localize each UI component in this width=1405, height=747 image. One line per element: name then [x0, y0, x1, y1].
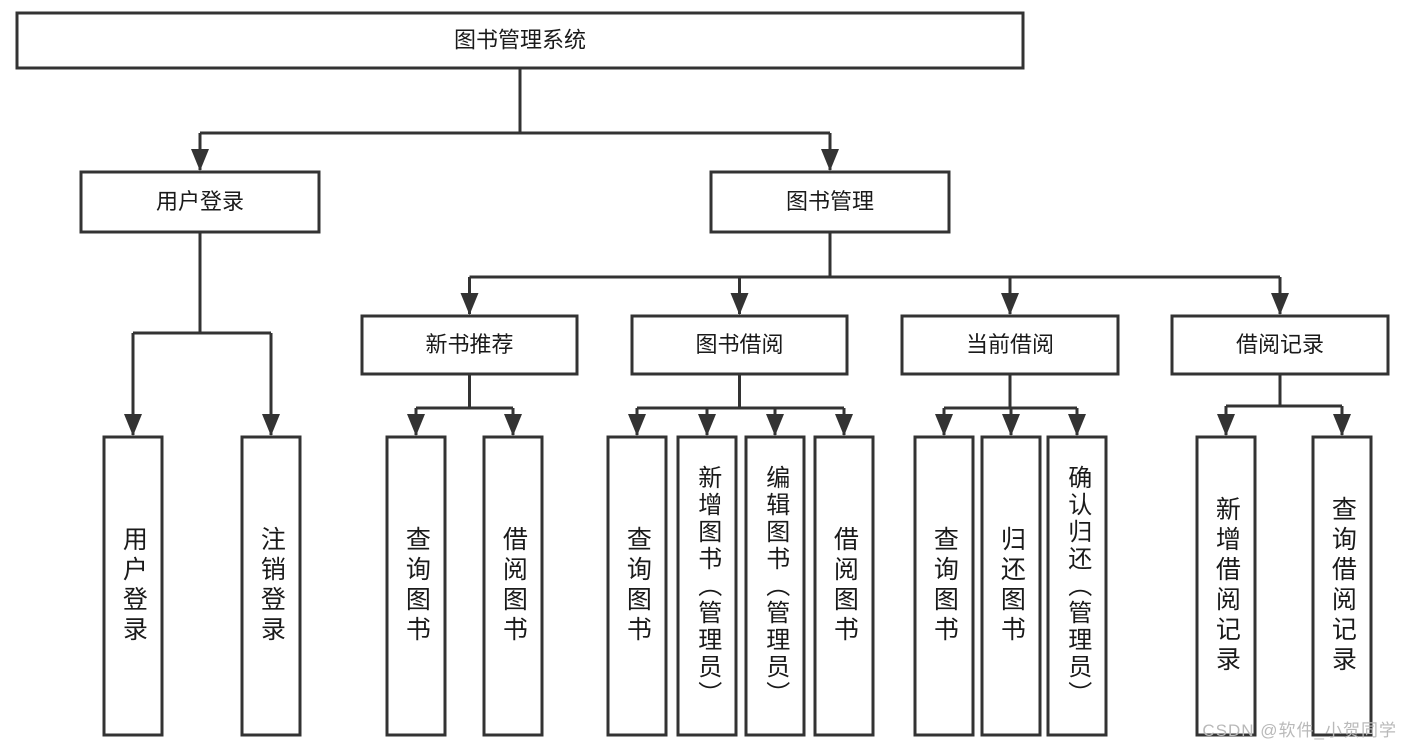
node-leaf-borrow-book-1[interactable]	[482, 435, 544, 737]
arrowhead-icon	[1333, 414, 1351, 436]
node-leaf-add-book[interactable]	[676, 435, 738, 737]
arrowhead-icon	[1271, 293, 1289, 315]
node-leaf-borrow-book-2[interactable]	[813, 435, 875, 737]
arrowhead-icon	[191, 149, 209, 171]
node-leaf-edit-book[interactable]	[744, 435, 806, 737]
node-leaf-return-book[interactable]	[980, 435, 1042, 737]
node-leaf-user-logout[interactable]	[240, 435, 302, 737]
node-leaf-query-record[interactable]	[1311, 435, 1373, 737]
node-leaf-confirm-return[interactable]	[1046, 435, 1108, 737]
arrowhead-icon	[698, 414, 716, 436]
node-user-login-label: 用户登录	[156, 189, 244, 214]
node-current-borrow-label: 当前借阅	[966, 332, 1054, 357]
arrowhead-icon	[730, 293, 749, 315]
node-book-borrow[interactable]	[630, 314, 849, 376]
arrowhead-icon	[1217, 414, 1235, 436]
arrowhead-icon	[935, 414, 953, 436]
node-book-borrow-label: 图书借阅	[695, 332, 783, 357]
arrowhead-icon	[766, 414, 784, 436]
node-leaf-add-record[interactable]	[1195, 435, 1257, 737]
arrowhead-icon	[1068, 414, 1086, 436]
arrowhead-icon	[124, 414, 142, 436]
node-leaf-query-book-1[interactable]	[385, 435, 447, 737]
arrowhead-icon	[821, 149, 839, 171]
connector-layer	[124, 68, 1351, 436]
node-user-login[interactable]	[79, 170, 321, 234]
node-borrow-record-label: 借阅记录	[1236, 332, 1324, 357]
node-borrow-record[interactable]	[1170, 314, 1390, 376]
node-book-manage-label: 图书管理	[786, 189, 874, 214]
node-book-manage[interactable]	[709, 170, 951, 234]
arrowhead-icon	[1002, 414, 1020, 436]
node-leaf-user-login[interactable]	[102, 435, 164, 737]
node-current-borrow[interactable]	[900, 314, 1120, 376]
arrowhead-icon	[835, 414, 853, 436]
node-new-book-rec-label: 新书推荐	[425, 332, 513, 357]
node-root-label: 图书管理系统	[454, 27, 586, 52]
arrowhead-icon	[460, 293, 479, 315]
arrowhead-icon	[628, 414, 646, 436]
arrowhead-icon	[504, 414, 522, 436]
node-new-book-rec[interactable]	[360, 314, 579, 376]
arrowhead-icon	[1001, 293, 1019, 315]
node-root[interactable]	[15, 11, 1025, 70]
arrowhead-icon	[407, 414, 425, 436]
watermark-text: CSDN @软件_小贺同学	[1202, 721, 1397, 740]
node-leaf-query-book-2[interactable]	[606, 435, 668, 737]
node-leaf-query-book-3[interactable]	[913, 435, 975, 737]
node-box-layer	[15, 11, 1390, 737]
arrowhead-icon	[262, 414, 280, 436]
